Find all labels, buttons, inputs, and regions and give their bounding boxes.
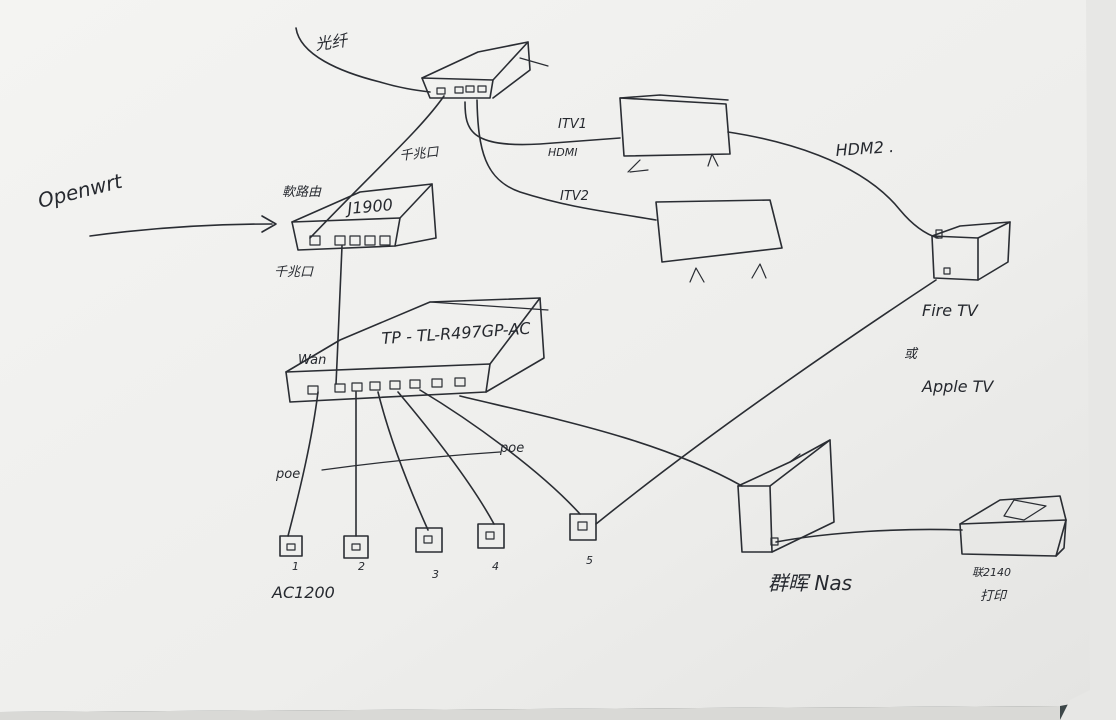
label-lan-port: 千兆口: [274, 265, 314, 280]
label-wan: Wan: [298, 353, 326, 368]
router-to-ap3-line: [377, 391, 429, 531]
tv2-device: [655, 199, 783, 283]
fire-tv-device: [931, 221, 1011, 281]
label-itv2: ITV2: [560, 189, 589, 204]
label-soft-router: 軟路由: [282, 185, 322, 200]
nas-to-printer-line: [775, 528, 963, 543]
label-j1900: J1900: [344, 195, 394, 218]
paper-bottom-edge: [0, 706, 1060, 720]
label-poe-right: poe: [499, 441, 524, 456]
ap-3: [415, 527, 443, 553]
itv2-line: [476, 99, 657, 221]
label-port-4: 4: [492, 560, 499, 573]
paper-sheet: [0, 0, 1092, 712]
modem-to-j1900-line: [309, 95, 445, 239]
ap-1: [279, 535, 303, 557]
label-printer-model: 联2140: [972, 566, 1011, 579]
notebook-edge: [1060, 0, 1116, 720]
j1900-device: [291, 183, 437, 251]
label-ac1200: AC1200: [271, 583, 335, 602]
openwrt-arrow-line: [89, 223, 273, 237]
nas-device: [737, 439, 835, 553]
router-to-ap1-line: [287, 391, 319, 537]
printer-device: [959, 495, 1067, 557]
ap-4: [477, 523, 505, 549]
label-modem-lan-port: 千兆口: [399, 145, 440, 164]
label-apple-tv: Apple TV: [921, 377, 994, 396]
hdmi2-line: [727, 131, 939, 239]
port5-to-firetv-line: [595, 279, 937, 525]
port-5-drop: [569, 513, 597, 541]
label-port-5: 5: [586, 554, 593, 567]
fiber-line: [295, 27, 431, 93]
router-to-port5-line: [419, 389, 581, 515]
poe-bracket-line: [321, 451, 501, 471]
tp-router-device: [285, 297, 549, 403]
label-hdmi1: HDMI: [548, 146, 577, 159]
label-hdmi2: HDM2 .: [835, 137, 895, 160]
label-fiber: 光纤: [314, 30, 350, 54]
label-poe-left: poe: [275, 467, 300, 482]
label-port-1: 1: [292, 560, 299, 573]
label-nas: 群晖 Nas: [768, 571, 852, 595]
label-port-2: 2: [358, 560, 365, 573]
j1900-to-router-line: [335, 245, 343, 385]
label-printer: 打印: [980, 589, 1008, 604]
router-to-nas-line: [459, 395, 743, 487]
openwrt-arrow-head: [261, 215, 277, 233]
tv1-device: [619, 94, 731, 173]
label-itv1: ITV1: [558, 117, 587, 132]
label-port-3: 3: [432, 568, 439, 581]
label-fire-tv: Fire TV: [922, 301, 979, 320]
label-or: 或: [904, 347, 919, 362]
